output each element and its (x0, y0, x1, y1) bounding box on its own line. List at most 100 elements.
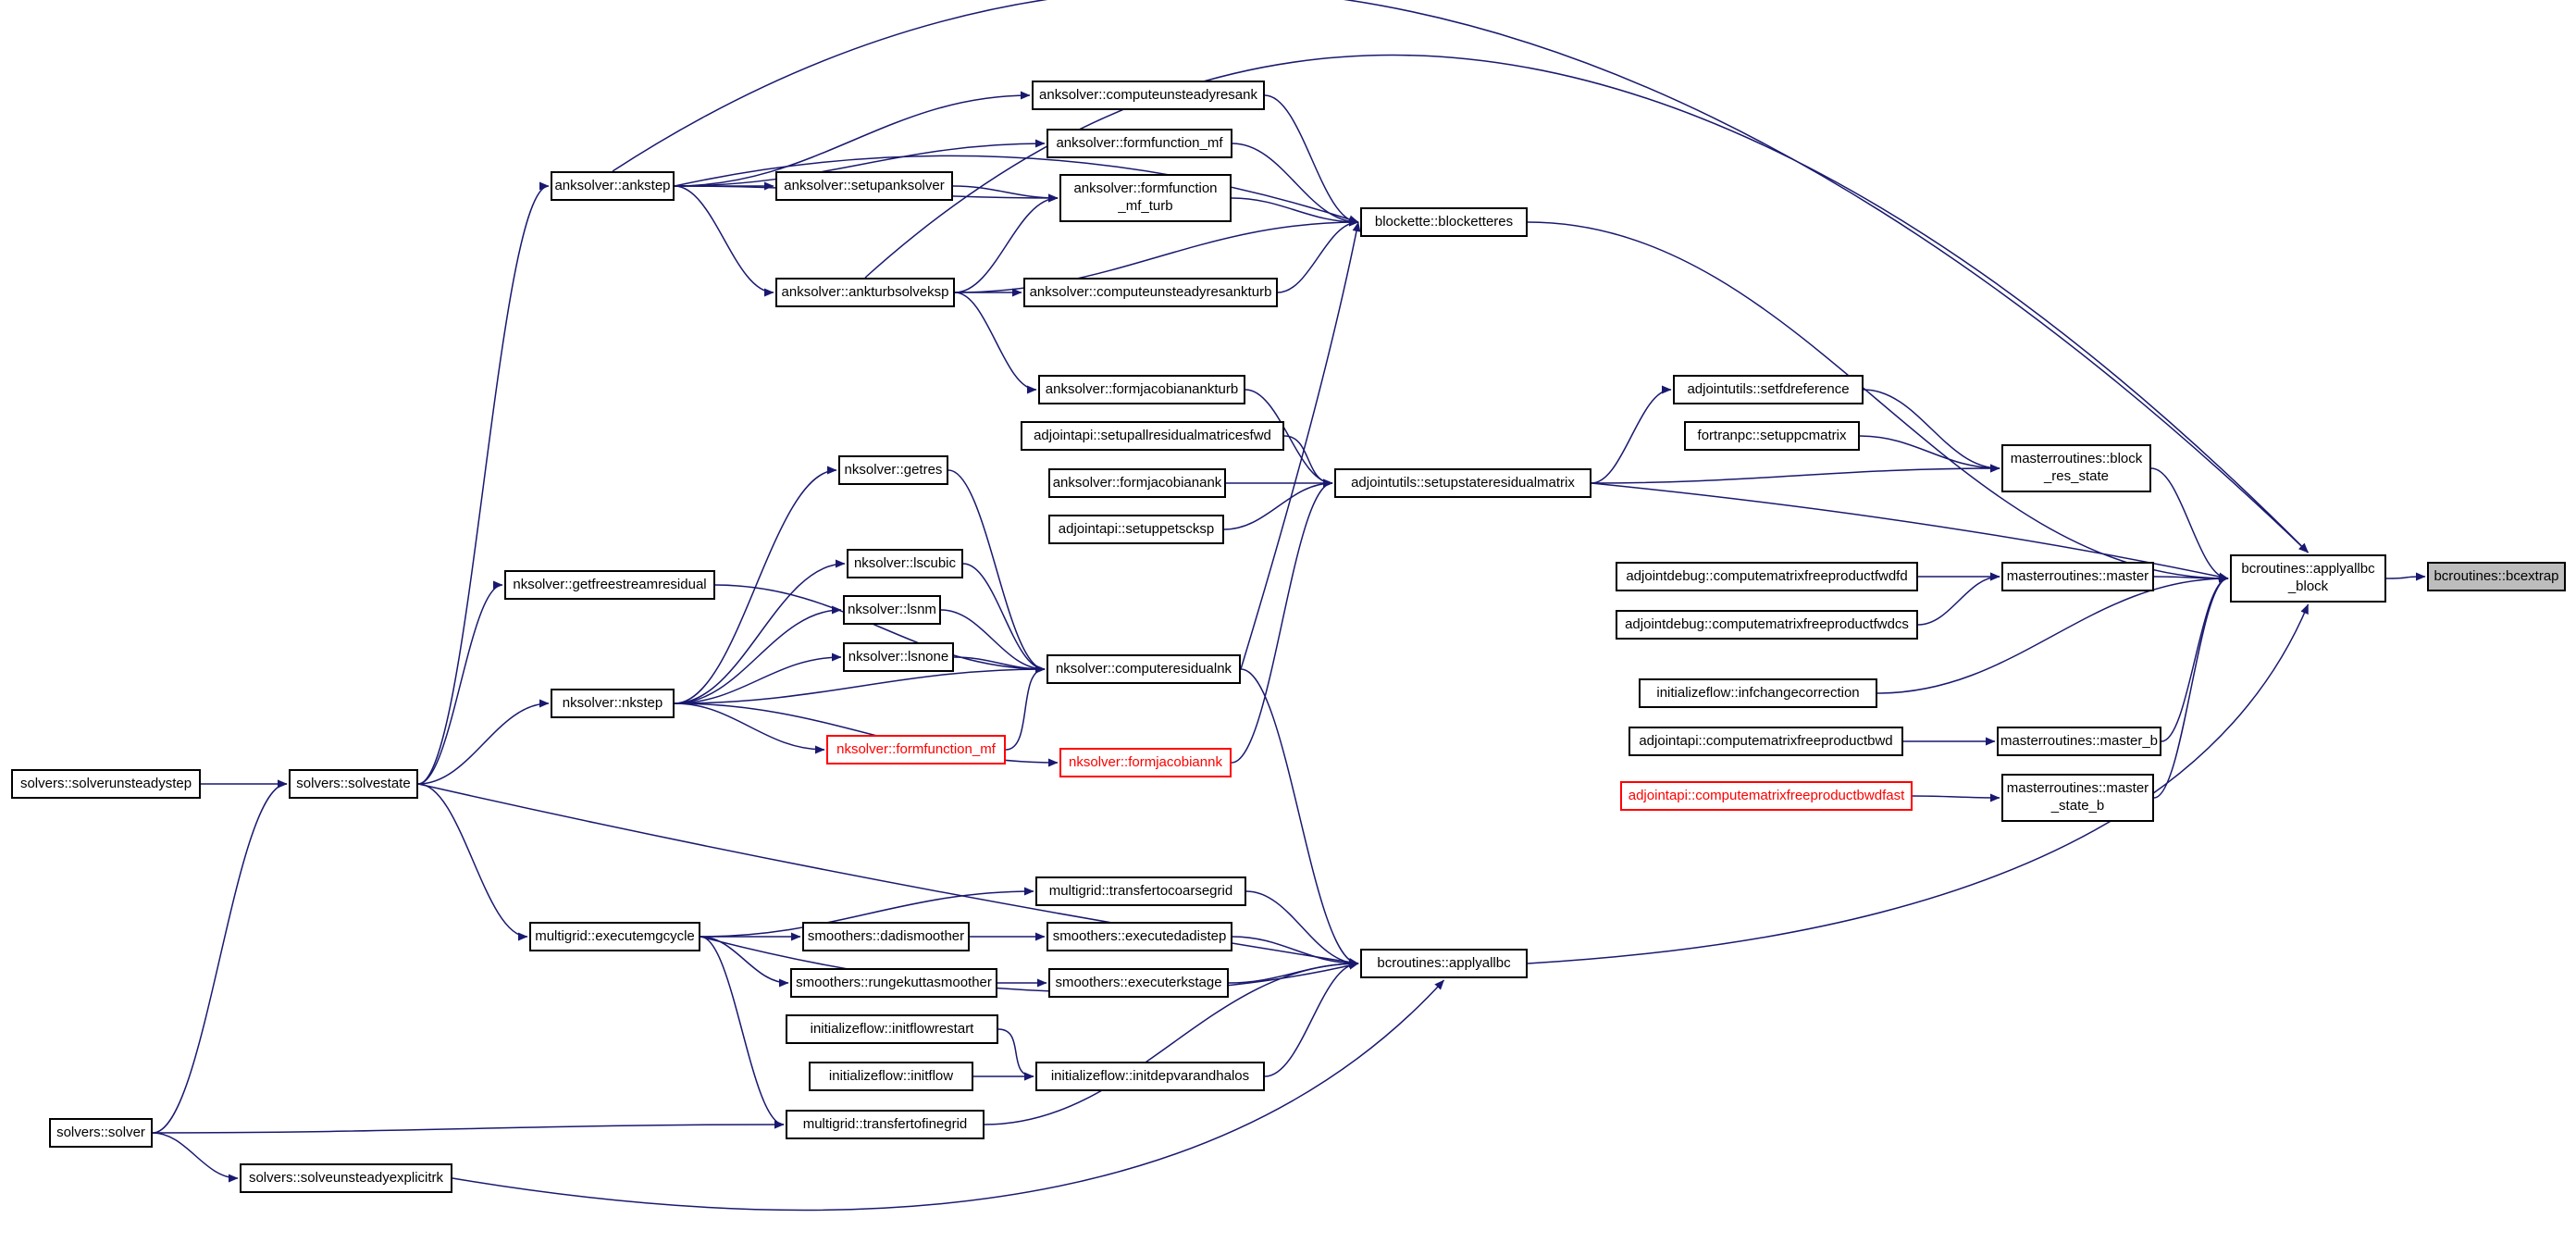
graph-node-label: masterroutines::master (2006, 567, 2149, 584)
graph-node-erks[interactable]: smoothers::executerkstage (1048, 968, 1229, 998)
graph-node-aabcb[interactable]: bcroutines::applyallbc_block (2230, 554, 2386, 603)
graph-edge-lscubic-crnk (962, 563, 1046, 674)
graph-node-bwd[interactable]: adjointapi::computematrixfreeproductbwd (1629, 727, 1903, 756)
graph-edge-ssrm-setfd (1591, 385, 1672, 484)
graph-node-label: initializeflow::initflowrestart (810, 1020, 974, 1037)
graph-edge-setupank-ankffmfturb (952, 185, 1059, 203)
graph-node-srk[interactable]: solvers::solveunsteadyexplicitrk (240, 1163, 452, 1193)
graph-node-blockres[interactable]: blockette::blocketteres (1360, 207, 1528, 237)
graph-node-lscubic[interactable]: nksolver::lscubic (847, 549, 963, 578)
graph-node-fjankturb[interactable]: anksolver::formjacobianankturb (1038, 375, 1245, 404)
graph-node-ankstep[interactable]: anksolver::ankstep (551, 171, 675, 201)
graph-node-label: _res_state (2043, 468, 2110, 484)
graph-node-label: smoothers::dadismoother (807, 927, 965, 944)
graph-node-label: _mf_turb (1118, 198, 1173, 214)
graph-edge-solver-srk (152, 1132, 239, 1183)
graph-node-sarmfwd[interactable]: adjointapi::setupallresidualmatricesfwd (1021, 421, 1284, 451)
graph-node-sus[interactable]: solvers::solverunsteadystep (11, 769, 201, 799)
graph-edge-ss-nkstep (417, 699, 550, 785)
graph-node-fwdfd[interactable]: adjointdebug::computematrixfreeproductfw… (1616, 562, 1918, 591)
graph-node-gfsr[interactable]: nksolver::getfreestreamresidual (504, 570, 715, 600)
graph-node-label: _state_b (2050, 798, 2105, 814)
graph-node-master_b[interactable]: masterroutines::master_b (1997, 727, 2161, 756)
graph-node-label: adjointapi::computematrixfreeproductbwd (1639, 732, 1893, 749)
graph-node-t2fine[interactable]: multigrid::transfertofinegrid (786, 1110, 985, 1139)
graph-edge-idvh-aabc (1264, 959, 1359, 1077)
graph-node-ankffmf[interactable]: anksolver::formfunction_mf (1046, 129, 1232, 158)
graph-node-label: adjointapi::computematrixfreeproductbwdf… (1628, 787, 1905, 803)
graph-node-label: initializeflow::infchangecorrection (1656, 684, 1860, 701)
graph-node-setupank[interactable]: anksolver::setupanksolver (775, 171, 953, 201)
graph-node-edadi[interactable]: smoothers::executedadistep (1046, 922, 1232, 951)
graph-edge-brs-aabcb (2150, 467, 2229, 583)
graph-node-label: nksolver::nkstep (562, 694, 663, 711)
graph-edge-initrestart-idvh (997, 1028, 1034, 1081)
graph-edge-ankstep-curank (674, 91, 1031, 187)
graph-edge-nkstep-lscubic (674, 559, 846, 704)
graph-node-setuppc[interactable]: fortranpc::setuppcmatrix (1684, 421, 1860, 451)
graph-edge-mgcycle-rks (700, 936, 789, 988)
graph-node-curank[interactable]: anksolver::computeunsteadyresank (1032, 81, 1265, 110)
graph-node-dadi[interactable]: smoothers::dadismoother (802, 922, 970, 951)
graph-node-nkffmf[interactable]: nksolver::formfunction_mf (826, 735, 1006, 764)
graph-edge-master_sb-aabcb (2153, 574, 2229, 799)
graph-node-ss[interactable]: solvers::solvestate (289, 769, 418, 799)
graph-node-ankturb[interactable]: anksolver::ankturbsolveksp (775, 278, 955, 307)
graph-edge-sarmfwd-ssrm (1283, 435, 1333, 488)
graph-node-aabc[interactable]: bcroutines::applyallbc (1360, 949, 1528, 978)
graph-edge-mgcycle-t2coarse (700, 887, 1034, 938)
graph-node-crnk[interactable]: nksolver::computeresidualnk (1046, 654, 1241, 684)
graph-node-mgcycle[interactable]: multigrid::executemgcycle (529, 922, 700, 951)
graph-node-fwdcs[interactable]: adjointdebug::computematrixfreeproductfw… (1616, 610, 1918, 640)
graph-node-lsnm[interactable]: nksolver::lsnm (843, 595, 941, 625)
graph-node-label: adjointutils::setupstateresidualmatrix (1351, 474, 1575, 491)
graph-edge-ankstep-blockres (674, 155, 1359, 224)
graph-node-curankturb[interactable]: anksolver::computeunsteadyresankturb (1023, 278, 1278, 307)
graph-edge-fwdcs-master (1917, 572, 2000, 626)
graph-node-label: anksolver::ankturbsolveksp (781, 283, 949, 300)
graph-node-label: multigrid::transfertocoarsegrid (1048, 882, 1233, 899)
graph-edge-curank-blockres (1264, 94, 1359, 227)
graph-node-fjank[interactable]: anksolver::formjacobianank (1048, 468, 1226, 498)
graph-edge-blockres-aabcb (1527, 221, 2229, 583)
graph-edge-nkstep-nkffmf (674, 702, 825, 754)
graph-node-initflow[interactable]: initializeflow::initflow (809, 1062, 973, 1091)
graph-node-fjnk[interactable]: nksolver::formjacobiannk (1059, 748, 1232, 777)
graph-node-label: anksolver::computeunsteadyresank (1039, 86, 1257, 103)
graph-node-spksp[interactable]: adjointapi::setuppetscksp (1048, 515, 1224, 544)
graph-node-t2coarse[interactable]: multigrid::transfertocoarsegrid (1035, 876, 1246, 906)
graph-edge-edadi-aabc (1232, 936, 1359, 968)
graph-node-label: anksolver::formfunction_mf (1056, 134, 1223, 151)
graph-node-rks[interactable]: smoothers::rungekuttasmoother (790, 968, 997, 998)
graph-edge-mgcycle-t2fine (700, 936, 785, 1129)
graph-node-label: anksolver::formjacobianankturb (1045, 380, 1239, 397)
graph-node-lsnone[interactable]: nksolver::lsnone (843, 642, 954, 672)
graph-node-label: solvers::solver (56, 1124, 145, 1140)
graph-node-label: smoothers::executerkstage (1055, 974, 1222, 990)
graph-node-idvh[interactable]: initializeflow::initdepvarandhalos (1035, 1062, 1265, 1091)
graph-node-solver[interactable]: solvers::solver (49, 1118, 153, 1148)
graph-node-setfd[interactable]: adjointutils::setfdreference (1673, 375, 1864, 404)
graph-node-ankffmfturb[interactable]: anksolver::formfunction_mf_turb (1059, 174, 1232, 222)
graph-edge-ss-mgcycle (417, 783, 528, 941)
graph-edge-getres-crnk (947, 469, 1046, 674)
graph-node-label: solvers::solvestate (296, 775, 411, 791)
graph-node-getres[interactable]: nksolver::getres (838, 455, 948, 485)
graph-edge-infchg-aabcb (1876, 574, 2229, 694)
graph-node-bwdfast[interactable]: adjointapi::computematrixfreeproductbwdf… (1620, 781, 1913, 811)
graph-node-label: nksolver::getfreestreamresidual (513, 576, 707, 592)
graph-node-label: adjointdebug::computematrixfreeproductfw… (1626, 567, 1908, 584)
graph-node-master_sb[interactable]: masterroutines::master_state_b (2001, 774, 2154, 822)
graph-node-nkstep[interactable]: nksolver::nkstep (551, 689, 675, 718)
graph-node-infchg[interactable]: initializeflow::infchangecorrection (1639, 678, 1877, 708)
graph-node-brs[interactable]: masterroutines::block_res_state (2001, 444, 2151, 492)
graph-edge-nkstep-lsnone (674, 653, 842, 704)
graph-node-label: smoothers::executedadistep (1052, 927, 1227, 944)
graph-node-bcextrap[interactable]: bcroutines::bcextrap (2427, 562, 2566, 591)
graph-node-master[interactable]: masterroutines::master (2001, 562, 2154, 591)
graph-edge-gfsr-crnk (714, 584, 1046, 674)
graph-node-label: masterroutines::master_b (2000, 732, 2159, 749)
graph-node-initrestart[interactable]: initializeflow::initflowrestart (786, 1014, 998, 1044)
graph-node-label: initializeflow::initflow (828, 1067, 954, 1084)
graph-node-ssrm[interactable]: adjointutils::setupstateresidualmatrix (1334, 468, 1591, 498)
